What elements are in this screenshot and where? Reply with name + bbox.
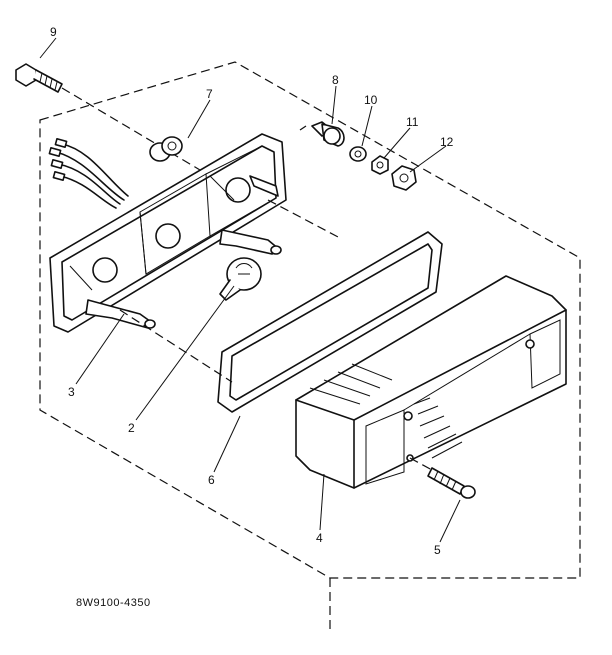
callout-5: 5: [434, 543, 441, 557]
callout-7: 7: [206, 87, 213, 101]
callout-12: 12: [440, 135, 454, 149]
callout-9: 9: [50, 25, 57, 39]
callout-8: 8: [332, 73, 339, 87]
bolt-part-9: [15, 63, 201, 171]
screw-part-5: [409, 457, 476, 499]
callout-labels: 9 7 8 10 11 12 3 2 6 4 5: [50, 25, 454, 557]
callout-11: 11: [406, 115, 419, 129]
gasket-part-6: [217, 231, 443, 413]
callout-2: 2: [128, 421, 135, 435]
callout-4: 4: [316, 531, 323, 545]
lamp-housing-part-3: [49, 133, 341, 383]
callout-6: 6: [208, 473, 215, 487]
callout-10: 10: [364, 93, 378, 107]
leader-lines: [39, 37, 461, 543]
bulb-part-2: [219, 257, 262, 301]
wire-harness: [48, 138, 129, 209]
callout-3: 3: [68, 385, 75, 399]
lens-part-4: [295, 275, 567, 489]
grommet-part-7: [149, 136, 183, 162]
assembly-outline: [39, 61, 581, 630]
hardware-parts-8-10-11-12: [299, 121, 417, 191]
figure-code: 8W9100-4350: [76, 597, 151, 609]
